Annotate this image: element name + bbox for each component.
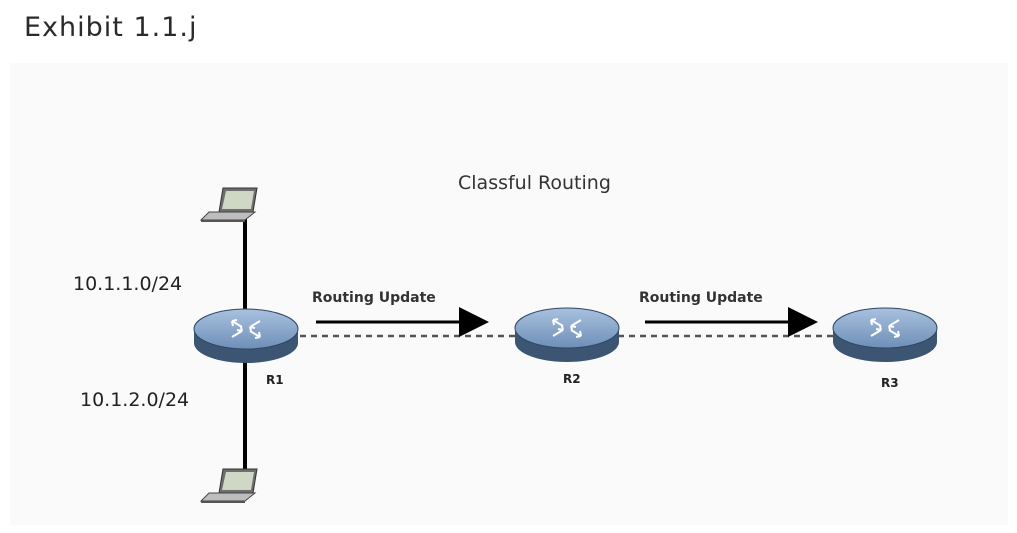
router-label-r2: R2 bbox=[563, 372, 581, 386]
network-label: 10.1.2.0/24 bbox=[80, 389, 190, 411]
routing-update-label: Routing Update bbox=[639, 290, 763, 306]
routing-update-label: Routing Update bbox=[312, 290, 436, 306]
router-icon bbox=[193, 308, 299, 363]
diagram-background bbox=[10, 63, 1008, 525]
router-icon bbox=[514, 307, 620, 362]
router-label-r1: R1 bbox=[266, 373, 284, 387]
router-label-r3: R3 bbox=[881, 376, 899, 390]
diagram-title: Classful Routing bbox=[458, 172, 611, 194]
router-icon bbox=[832, 307, 938, 362]
laptop-icon bbox=[200, 468, 258, 504]
network-label: 10.1.1.0/24 bbox=[73, 273, 183, 295]
exhibit-title: Exhibit 1.1.j bbox=[24, 12, 198, 43]
laptop-icon bbox=[200, 187, 258, 223]
